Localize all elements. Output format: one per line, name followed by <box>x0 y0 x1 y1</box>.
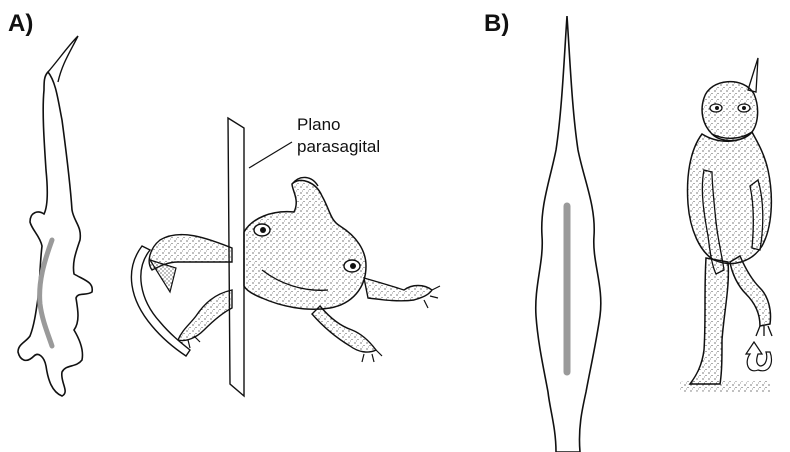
plane-caption-line1: Plano <box>297 114 380 136</box>
salamander-illustration <box>149 177 440 362</box>
panel-label-a: A) <box>8 10 33 38</box>
plane-leader-line <box>249 142 292 168</box>
panel-label-b: B) <box>484 10 509 38</box>
dinosaur-illustration <box>680 58 772 393</box>
salamander-outline <box>18 36 92 396</box>
lift-arrow-icon <box>746 342 772 371</box>
plane-caption-line2: parasagital <box>297 136 380 158</box>
plane-caption: Plano parasagital <box>297 114 380 158</box>
